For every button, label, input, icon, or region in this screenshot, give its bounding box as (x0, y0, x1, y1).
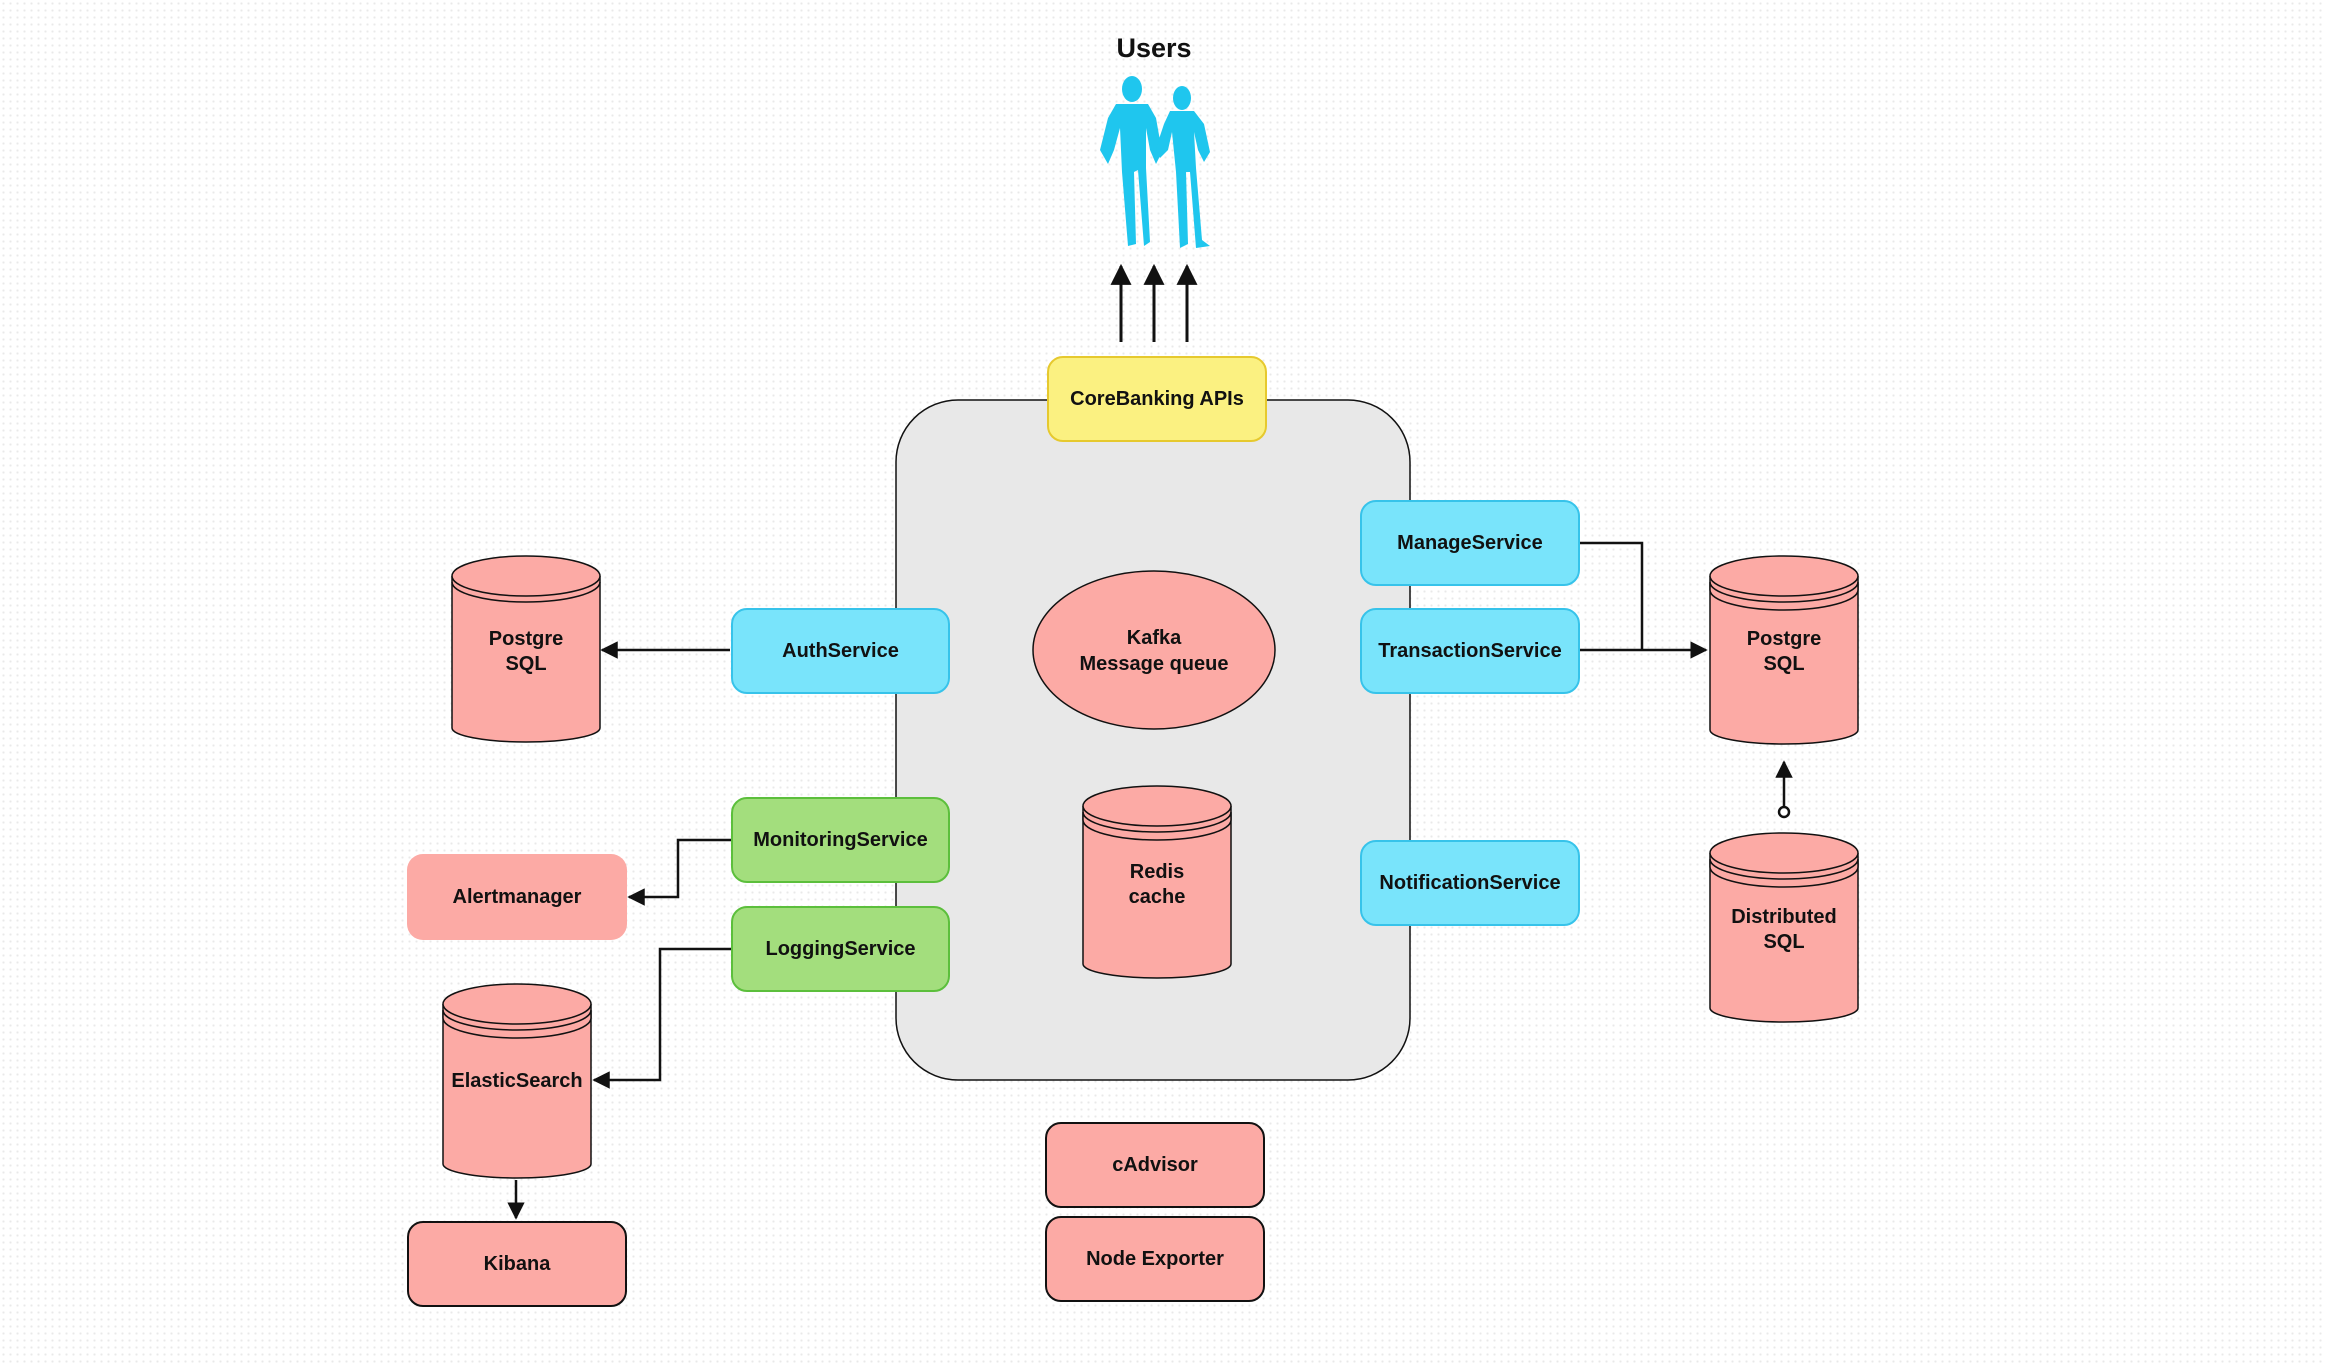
redis-cache-label: Redis cache (1128, 861, 1186, 908)
kafka-label: Kafka Message queue (1079, 627, 1229, 675)
auth-service: AuthService (731, 608, 950, 694)
node-exporter-box: Node Exporter (1045, 1216, 1265, 1302)
elasticsearch-cylinder (442, 983, 592, 1179)
monitoring-to-alertmanager-arrow (627, 838, 731, 906)
cadvisor-box: cAdvisor (1045, 1122, 1265, 1208)
kafka-message-queue (1032, 570, 1276, 730)
users-title: Users (1116, 33, 1192, 63)
redis-cache-cylinder (1082, 785, 1232, 979)
manage-service: ManageService (1360, 500, 1580, 586)
distributed-connector-dot (1777, 805, 1791, 819)
distributed-sql-cylinder (1709, 832, 1859, 1023)
alertmanager-box: Alertmanager (407, 854, 627, 940)
postgres-right-cylinder (1709, 555, 1859, 745)
elasticsearch-label: ElasticSearch (451, 1070, 583, 1092)
transaction-service: TransactionService (1360, 608, 1580, 694)
notification-service: NotificationService (1360, 840, 1580, 926)
monitoring-service: MonitoringService (731, 797, 950, 883)
logging-to-elasticsearch-arrow (592, 947, 731, 1089)
postgres-right-label: Postgre SQL (1746, 628, 1822, 675)
manage-connector (1580, 541, 1644, 650)
postgres-left-label: Postgre SQL (488, 628, 564, 675)
users-icon (1100, 76, 1210, 248)
kibana-box: Kibana (407, 1221, 627, 1307)
corebanking-api-gateway: CoreBanking APIs (1047, 356, 1267, 442)
distributed-sql-label: Distributed SQL (1731, 906, 1837, 953)
logging-service: LoggingService (731, 906, 950, 992)
postgres-left-cylinder (451, 555, 601, 743)
